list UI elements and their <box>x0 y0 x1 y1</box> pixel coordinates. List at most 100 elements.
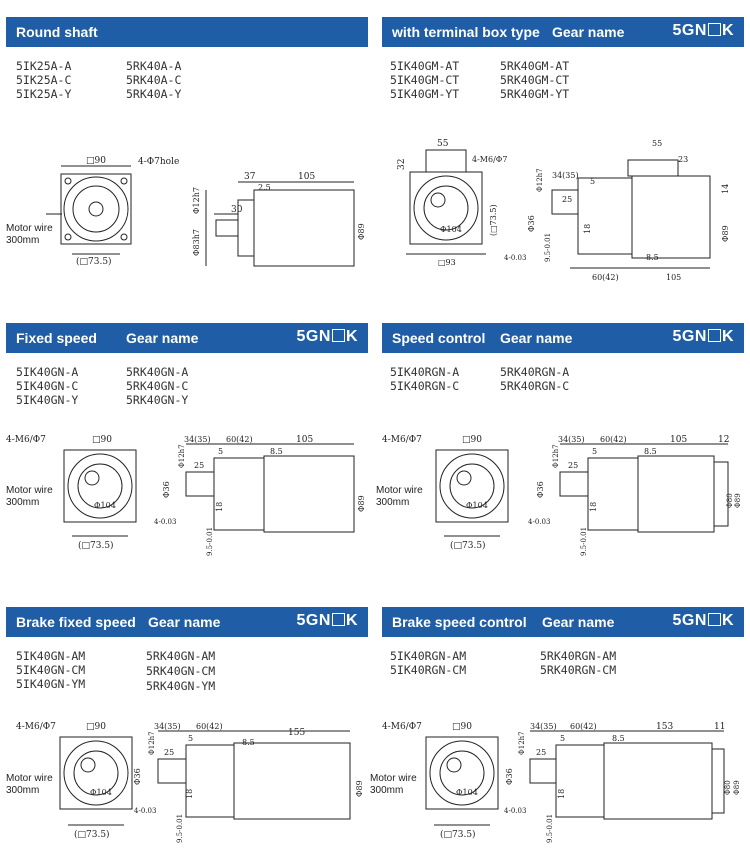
dim-403: 4-0.03 <box>528 518 550 526</box>
dim-9501: 9.5-0.01 <box>544 233 552 262</box>
dim-d36: Φ36 <box>536 481 545 498</box>
model-list-ik: 5IK40RGN-AM 5IK40RGN-CM <box>390 649 466 677</box>
dimension-drawing: 4-M6/Φ7 □90 Φ104 (□73.5) 34(35) 60(42) 1… <box>382 435 742 556</box>
dim-18: 18 <box>185 789 194 799</box>
model-item: 5IK40RGN-C <box>390 379 460 393</box>
model-item: 5IK40GN-CM <box>16 663 86 677</box>
dim-sq73: (□73.5) <box>450 540 486 551</box>
dim-d12: Φ12h7 <box>178 444 186 468</box>
front-view <box>59 736 133 826</box>
dim-105: 105 <box>298 172 315 182</box>
dim-18: 18 <box>583 224 592 234</box>
dim-sq73: (□73.5) <box>76 256 112 267</box>
dim-d89: Φ89 <box>355 780 364 797</box>
dim-m6: 4-M6/Φ7 <box>382 435 422 445</box>
model-item: 5RK40GN-YM <box>146 679 216 693</box>
dim-d104: Φ104 <box>440 225 462 234</box>
gear-name-label: Gear name <box>500 330 573 346</box>
dim-5: 5 <box>560 734 565 743</box>
dim-d89: Φ89 <box>357 495 366 512</box>
panel-round-shaft: Round shaft 5IK25A-A 5IK25A-C 5IK25A-Y 5… <box>6 17 368 292</box>
gear-name-label: Gear name <box>552 24 625 40</box>
dim-6042: 60(42) <box>592 273 619 282</box>
front-view <box>63 449 137 537</box>
model-item: 5RK40GN-C <box>126 379 189 393</box>
dim-5: 5 <box>188 734 193 743</box>
model-item: 5RK40A-A <box>126 59 182 73</box>
dim-403: 4-0.03 <box>154 518 176 526</box>
dim-25: 25 <box>536 748 546 757</box>
model-item: 5IK40RGN-A <box>390 365 460 379</box>
model-list-rk: 5RK40GN-AM 5RK40GN-CM 5RK40GN-YM <box>146 649 215 694</box>
dim-sq90: □90 <box>86 722 106 732</box>
dim-d36: Φ36 <box>162 481 171 498</box>
dim-sq73: (□73.5) <box>440 829 476 840</box>
dim-sq90: □90 <box>86 156 106 166</box>
dim-m6: 4-M6/Φ7 <box>472 155 507 164</box>
model-list-rk: 5RK40RGN-AM 5RK40RGN-CM <box>540 649 616 677</box>
dim-18: 18 <box>557 789 566 799</box>
model-item: 5RK40GN-A <box>126 365 189 379</box>
model-item: 5IK40RGN-CM <box>390 663 467 677</box>
model-item: 5RK40RGN-A <box>500 365 570 379</box>
front-view <box>425 736 499 826</box>
front-view <box>435 449 509 537</box>
dim-9501: 9.5-0.01 <box>176 814 184 843</box>
side-view <box>529 730 725 820</box>
dim-d104: Φ104 <box>466 501 488 510</box>
dim-85: 8.5 <box>644 447 657 456</box>
dim-m6: 4-M6/Φ7 <box>16 722 56 732</box>
dim-d36: Φ36 <box>133 768 142 785</box>
model-item: 5RK40GN-Y <box>126 393 189 407</box>
dim-9501: 9.5-0.01 <box>580 527 588 556</box>
dim-105: 105 <box>296 435 313 445</box>
dim-d104: Φ104 <box>456 788 478 797</box>
panel-title: Fixed speed <box>16 330 97 346</box>
panel-title: Brake speed control <box>392 614 527 630</box>
dim-25: 2.5 <box>258 183 271 192</box>
model-item: 5IK40GN-Y <box>16 393 79 407</box>
model-item: 5IK40GN-YM <box>16 677 86 691</box>
dim-d80: Φ80 <box>724 780 732 795</box>
model-list-rk: 5RK40GM-AT 5RK40GM-CT 5RK40GM-YT <box>500 59 569 101</box>
model-list-ik: 5IK40GN-A 5IK40GN-C 5IK40GN-Y <box>16 365 78 407</box>
placeholder-box-icon <box>331 329 345 342</box>
dim-sq73: (□73.5) <box>489 204 498 236</box>
model-item: 5IK40GM-AT <box>390 59 460 73</box>
model-item: 5IK40GN-AM <box>16 649 86 663</box>
dim-d89: Φ89 <box>733 780 741 795</box>
model-item: 5RK40A-C <box>126 73 182 87</box>
dim-5: 5 <box>592 447 597 456</box>
dim-3435: 34(35) <box>558 435 585 444</box>
dim-m6: 4-M6/Φ7 <box>6 435 46 445</box>
gear-name-label: Gear name <box>148 614 221 630</box>
dim-3435: 34(35) <box>552 171 579 180</box>
dim-6042: 60(42) <box>196 722 223 731</box>
side-view <box>559 443 729 533</box>
side-view <box>551 159 711 269</box>
dim-37: 37 <box>244 172 256 182</box>
dim-25: 25 <box>164 748 174 757</box>
dim-sq90: □90 <box>452 722 472 732</box>
model-item: 5IK40GN-A <box>16 365 79 379</box>
dimension-drawing: 4-M6/Φ7 □90 Φ104 (□73.5) 34(35) 60(42) 1… <box>382 722 741 843</box>
model-item: 5RK40GM-AT <box>500 59 570 73</box>
dim-11: 11 <box>714 722 725 732</box>
model-item: 5RK40A-Y <box>126 87 182 101</box>
model-list-ik: 5IK40GN-AM 5IK40GN-CM 5IK40GN-YM <box>16 649 85 691</box>
model-item: 5RK40GM-CT <box>500 73 570 87</box>
dim-18: 18 <box>215 502 224 512</box>
dim-d89: Φ89 <box>734 493 742 508</box>
